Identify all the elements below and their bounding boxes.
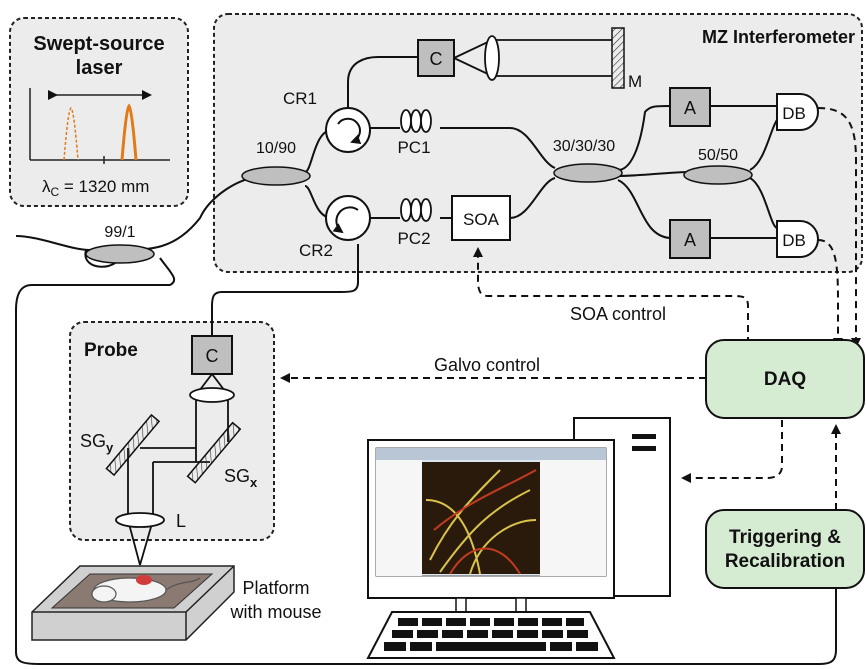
daq-label: DAQ [764, 369, 806, 390]
mirror-label: M [628, 72, 642, 91]
polarization-controller-pc1 [400, 109, 432, 133]
galvo-control-label: Galvo control [434, 355, 540, 375]
pc1-label: PC1 [397, 138, 430, 157]
coupler-99-1 [85, 244, 155, 264]
mouse-platform [31, 565, 235, 641]
amplifier-bottom [669, 219, 711, 259]
objective-lens [115, 512, 165, 528]
probe-collimator-label: C [206, 346, 219, 366]
coupler-50-50-label: 50/50 [698, 147, 738, 164]
triggering-block [705, 509, 865, 589]
coupler-10-90-label: 10/90 [256, 140, 296, 157]
detector-top-label: DB [782, 104, 806, 123]
coupler-99-1-label: 99/1 [104, 224, 135, 241]
daq-block [705, 339, 865, 419]
angiography-image [422, 462, 540, 574]
balanced-detector-top [776, 93, 819, 131]
detector-bottom-label: DB [782, 231, 806, 250]
probe-collimator [191, 335, 233, 375]
imaging-spot [136, 575, 152, 585]
mz-title: MZ Interferometer [702, 27, 855, 47]
spectrum-peak [120, 103, 138, 161]
amplifier-bottom-label: A [684, 230, 696, 250]
reference-mirror [611, 27, 625, 89]
cr2-label: CR2 [299, 241, 333, 260]
amplifier-top [669, 87, 711, 127]
soa-box [451, 195, 511, 241]
wavelength-label: λC = 1320 mm [42, 177, 149, 199]
platform-label-line2: with mouse [229, 602, 321, 622]
probe-lens-upper [189, 387, 235, 403]
fibers [15, 56, 837, 665]
lens-label: L [176, 511, 186, 531]
computer [366, 417, 671, 659]
probe-title: Probe [84, 340, 138, 361]
cr1-label: CR1 [283, 89, 317, 108]
sgx-label: SGx [224, 466, 258, 490]
pc2-label: PC2 [397, 229, 430, 248]
coupler-10-90 [241, 166, 311, 186]
coupler-50-50 [683, 165, 753, 185]
coupler-30-30-30 [553, 163, 623, 183]
soa-label: SOA [463, 210, 500, 229]
triggering-label-line1: Triggering & [729, 527, 841, 548]
circulator-cr2 [325, 195, 371, 241]
platform-label-line1: Platform [242, 578, 309, 598]
spectrum-peak-dashed [63, 107, 79, 161]
laser-box: Swept-source laser λC = 1320 mm [9, 17, 189, 207]
triggering-label-line2: Recalibration [725, 551, 845, 572]
laser-title-line1: Swept-source [33, 33, 164, 55]
reference-collimator [417, 39, 455, 77]
reference-collimator-label: C [430, 49, 443, 69]
galvo-mirror-y [105, 413, 161, 477]
amplifier-top-label: A [684, 98, 696, 118]
sgy-label: SGy [80, 431, 114, 455]
laser-title-line2: laser [76, 57, 123, 79]
mz-interferometer-box: MZ Interferometer [213, 13, 863, 273]
soa-control-label: SOA control [570, 304, 666, 324]
reference-lens [484, 35, 500, 81]
coupler-30-30-30-label: 30/30/30 [553, 138, 615, 155]
circulator-cr1 [325, 107, 371, 153]
polarization-controller-pc2 [400, 198, 432, 222]
balanced-detector-bottom [776, 220, 819, 258]
signal-lines [280, 107, 861, 510]
probe-box: Probe [69, 321, 275, 541]
galvo-mirror-x [186, 421, 242, 484]
